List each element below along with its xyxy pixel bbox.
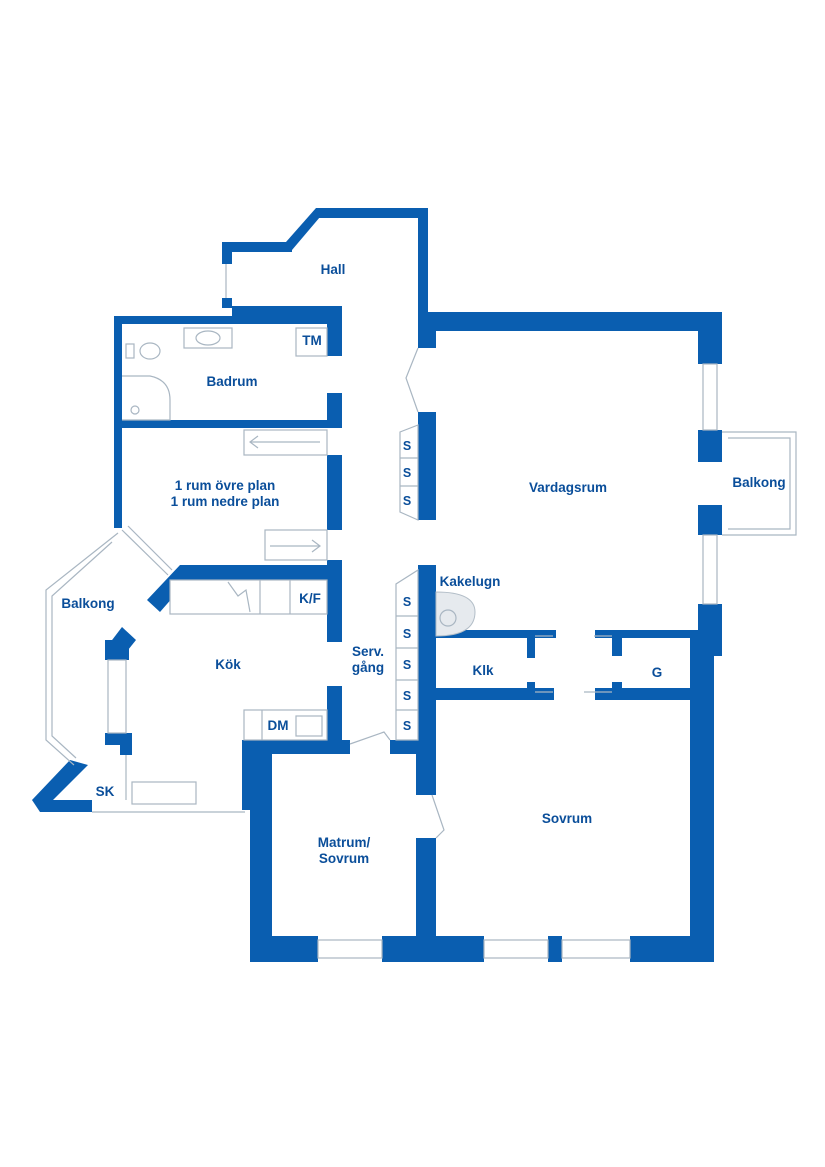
- closet-label: S: [403, 627, 411, 641]
- walls: [32, 208, 722, 962]
- label-serv-1: Serv.: [352, 644, 384, 659]
- label-matrum-2: Sovrum: [319, 851, 369, 866]
- closet-label: S: [403, 689, 411, 703]
- label-g: G: [652, 665, 663, 680]
- closet-label: S: [403, 595, 411, 609]
- closet-label: S: [403, 719, 411, 733]
- label-kf: K/F: [299, 591, 321, 606]
- closet-labels: S S S S S S S S: [403, 439, 411, 733]
- label-rum-ovre: 1 rum övre plan: [175, 478, 276, 493]
- closet-label: S: [403, 439, 411, 453]
- label-rum-nedre: 1 rum nedre plan: [171, 494, 280, 509]
- label-balkong-left: Balkong: [61, 596, 114, 611]
- label-sk: SK: [96, 784, 115, 799]
- label-dm: DM: [268, 718, 289, 733]
- label-badrum: Badrum: [206, 374, 257, 389]
- label-vardagsrum: Vardagsrum: [529, 480, 607, 495]
- label-matrum-1: Matrum/: [318, 835, 371, 850]
- label-kok: Kök: [215, 657, 241, 672]
- room-labels: Hall TM Badrum 1 rum övre plan 1 rum ned…: [61, 262, 785, 866]
- label-serv-2: gång: [352, 660, 384, 675]
- fixtures: [45, 264, 797, 959]
- label-kakelugn: Kakelugn: [440, 574, 501, 589]
- closet-label: S: [403, 494, 411, 508]
- label-hall: Hall: [321, 262, 346, 277]
- label-tm: TM: [302, 333, 322, 348]
- label-sovrum: Sovrum: [542, 811, 592, 826]
- closet-label: S: [403, 466, 411, 480]
- label-klk: Klk: [472, 663, 494, 678]
- label-balkong-right: Balkong: [732, 475, 785, 490]
- closet-label: S: [403, 658, 411, 672]
